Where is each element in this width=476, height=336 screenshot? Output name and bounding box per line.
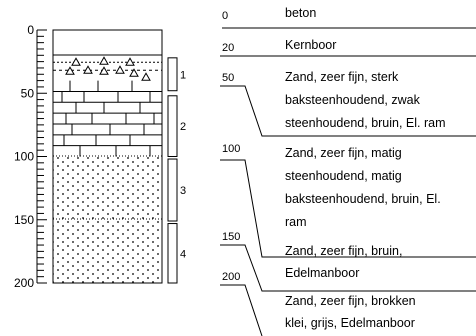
description-line: ram xyxy=(285,215,307,229)
depth-tick-label: 0 xyxy=(27,23,34,37)
description-line: Zand, zeer fijn, brokken xyxy=(285,294,416,308)
description-line: steenhoudend, matig xyxy=(285,169,402,183)
depth-tick-label: 50 xyxy=(21,86,35,100)
sample-bar xyxy=(168,58,177,91)
depth-label: 20 xyxy=(222,42,234,54)
depth-label: 50 xyxy=(222,72,234,84)
description-line: Zand, zeer fijn, matig xyxy=(285,146,402,160)
lithology-column xyxy=(53,30,162,283)
sample-bars: 1 2 3 4 xyxy=(168,58,186,283)
depth-tick-label: 150 xyxy=(14,213,34,227)
sample-bar xyxy=(168,159,177,221)
description-line: Kernboor xyxy=(285,38,336,52)
description-line: steenhoudend, bruin, El. ram xyxy=(285,116,446,130)
description-table: 0 20 50 100 150 200 beton Kernboor Zand,… xyxy=(220,6,476,336)
description-line: baksteenhoudend, bruin, El. xyxy=(285,192,441,206)
rubble-triangle xyxy=(100,57,108,64)
rubble-triangle xyxy=(126,58,134,65)
sample-label: 1 xyxy=(180,69,186,81)
description-line: beton xyxy=(285,6,316,20)
depth-axis-ticks: 0 50 100 150 200 xyxy=(14,23,47,290)
depth-label: 100 xyxy=(222,143,240,155)
description-line: Zand, zeer fijn, bruin, xyxy=(285,244,402,258)
description-line: klei, grijs, Edelmanboor xyxy=(285,316,415,330)
depth-tick-label: 100 xyxy=(14,150,34,164)
depth-tick-label: 200 xyxy=(14,276,34,290)
description-texts: beton Kernboor Zand, zeer fijn, sterk ba… xyxy=(285,6,446,330)
depth-label: 150 xyxy=(222,231,240,243)
depth-labels: 0 20 50 100 150 200 xyxy=(222,10,240,283)
sample-label: 4 xyxy=(180,248,186,260)
layer-brick xyxy=(53,81,162,157)
description-line: baksteenhoudend, zwak xyxy=(285,93,421,107)
sample-label: 2 xyxy=(180,121,186,133)
sample-bar xyxy=(168,224,177,283)
description-line: Edelmanboor xyxy=(285,266,359,280)
layer-rubble xyxy=(53,57,162,80)
depth-axis: 0 50 100 150 200 xyxy=(14,23,47,290)
rubble-triangle xyxy=(116,66,124,73)
rubble-triangle xyxy=(142,73,150,80)
description-line: Zand, zeer fijn, sterk xyxy=(285,70,399,84)
depth-label: 200 xyxy=(222,271,240,283)
sample-bar xyxy=(168,96,177,157)
sample-label: 3 xyxy=(180,185,186,197)
depth-label: 0 xyxy=(222,10,228,22)
